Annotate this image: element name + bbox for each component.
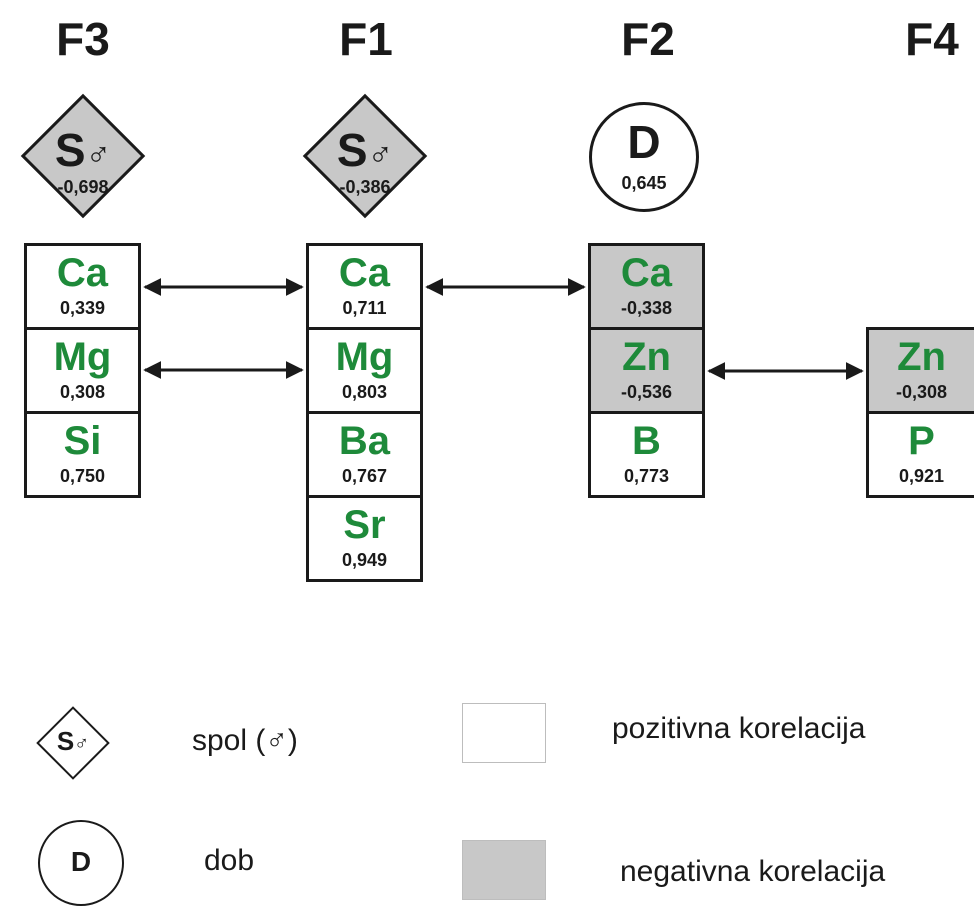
element-symbol: Zn — [622, 335, 671, 379]
legend-age-label: dob — [204, 844, 255, 877]
element-cell-si: Si 0,750 — [27, 414, 138, 495]
sex-marker-f1: S♂ -0,386 — [290, 81, 440, 231]
sex-marker-f3: S♂ -0,698 — [8, 81, 158, 231]
male-symbol-icon: ♂ — [74, 733, 90, 755]
element-symbol: Zn — [897, 335, 946, 379]
element-cell-ba: Ba 0,767 — [309, 414, 420, 498]
legend-negative-label: negativna korelacija — [620, 855, 886, 888]
element-cell-b: B 0,773 — [591, 414, 702, 495]
factor-column-f3: Ca 0,339 Mg 0,308 Si 0,750 — [24, 243, 141, 498]
sex-loading-value: -0,386 — [339, 177, 391, 197]
factor-title-f2: F2 — [621, 13, 675, 65]
legend-age-letter: D — [70, 846, 92, 877]
element-cell-mg: Mg 0,803 — [309, 330, 420, 414]
element-loading: 0,711 — [342, 298, 387, 318]
element-loading: -0,536 — [620, 382, 673, 402]
element-cell-p: P 0,921 — [869, 414, 974, 495]
legend-sex-letter: S — [56, 726, 75, 756]
element-cell-ca: Ca -0,338 — [591, 246, 702, 330]
legend-age-marker: D — [38, 820, 124, 906]
age-loading-value: 0,645 — [621, 173, 667, 193]
element-symbol: Mg — [53, 335, 112, 379]
male-symbol-icon: ♂ — [85, 136, 112, 174]
element-symbol: Ca — [620, 251, 673, 295]
legend-sex-label: spol (♂) — [192, 724, 298, 757]
element-symbol: Ca — [56, 251, 109, 295]
male-symbol-icon: ♂ — [367, 136, 394, 174]
element-symbol: Mg — [335, 335, 394, 379]
element-symbol: B — [632, 419, 661, 463]
element-loading: 0,767 — [341, 466, 388, 486]
element-loading: 0,921 — [898, 466, 945, 486]
legend-sex-marker: S♂ — [28, 698, 118, 788]
element-cell-ca: Ca 0,711 — [309, 246, 420, 330]
factor-title-f4: F4 — [905, 13, 959, 65]
element-cell-ca: Ca 0,339 — [27, 246, 138, 330]
element-loading: 0,750 — [59, 466, 106, 486]
element-symbol: Si — [63, 419, 102, 463]
element-cell-zn: Zn -0,536 — [591, 330, 702, 414]
element-loading: -0,338 — [620, 298, 673, 318]
legend-negative-swatch — [462, 840, 546, 900]
factor-title-f3: F3 — [56, 13, 110, 65]
element-symbol: Sr — [343, 503, 386, 547]
sex-letter: S — [336, 124, 368, 176]
age-letter: D — [627, 116, 661, 168]
element-loading: 0,803 — [341, 382, 388, 402]
sex-loading-value: -0,698 — [57, 177, 109, 197]
factor-column-f2: Ca -0,338 Zn -0,536 B 0,773 — [588, 243, 705, 498]
legend-positive-label: pozitivna korelacija — [612, 712, 866, 745]
factor-column-f4: Zn -0,308 P 0,921 — [866, 327, 974, 498]
element-symbol: Ca — [338, 251, 391, 295]
element-loading: 0,773 — [623, 466, 670, 486]
element-symbol: Ba — [338, 419, 391, 463]
element-loading: 0,339 — [59, 298, 106, 318]
element-cell-mg: Mg 0,308 — [27, 330, 138, 414]
factor-title-f1: F1 — [339, 13, 393, 65]
age-marker-f2: D 0,645 — [589, 102, 699, 212]
element-loading: -0,308 — [895, 382, 948, 402]
factor-column-f1: Ca 0,711 Mg 0,803 Ba 0,767 Sr 0,949 — [306, 243, 423, 582]
element-loading: 0,949 — [341, 550, 388, 570]
element-cell-sr: Sr 0,949 — [309, 498, 420, 579]
sex-letter: S — [54, 124, 86, 176]
element-symbol: P — [908, 419, 935, 463]
legend-positive-swatch — [462, 703, 546, 763]
element-loading: 0,308 — [59, 382, 106, 402]
element-cell-zn: Zn -0,308 — [869, 330, 974, 414]
